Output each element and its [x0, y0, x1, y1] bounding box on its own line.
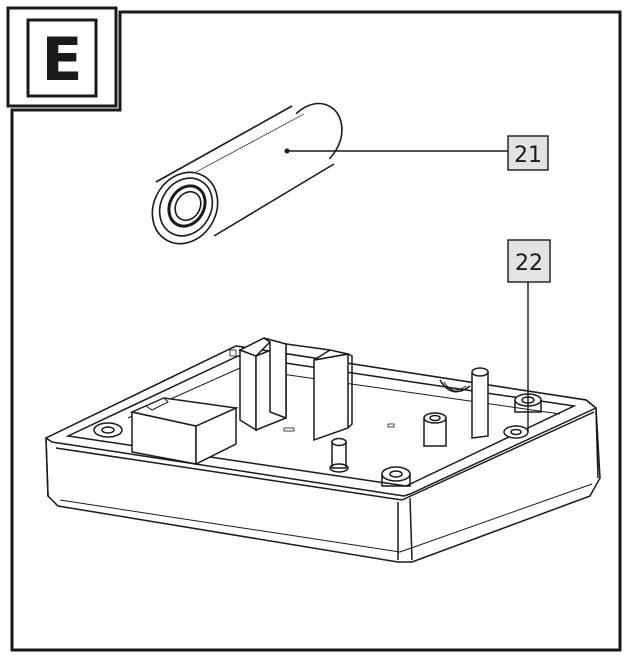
battery-part: [151, 102, 343, 245]
outer-frame: [10, 10, 622, 652]
step-letter: E: [42, 25, 83, 95]
callout-21: 21: [507, 135, 549, 171]
callout-22: 22: [507, 239, 551, 283]
housing-base-part: [44, 337, 601, 563]
callout-22-label: 22: [515, 251, 543, 276]
callout-21-label: 21: [514, 143, 542, 168]
step-label-box: E: [6, 6, 118, 108]
